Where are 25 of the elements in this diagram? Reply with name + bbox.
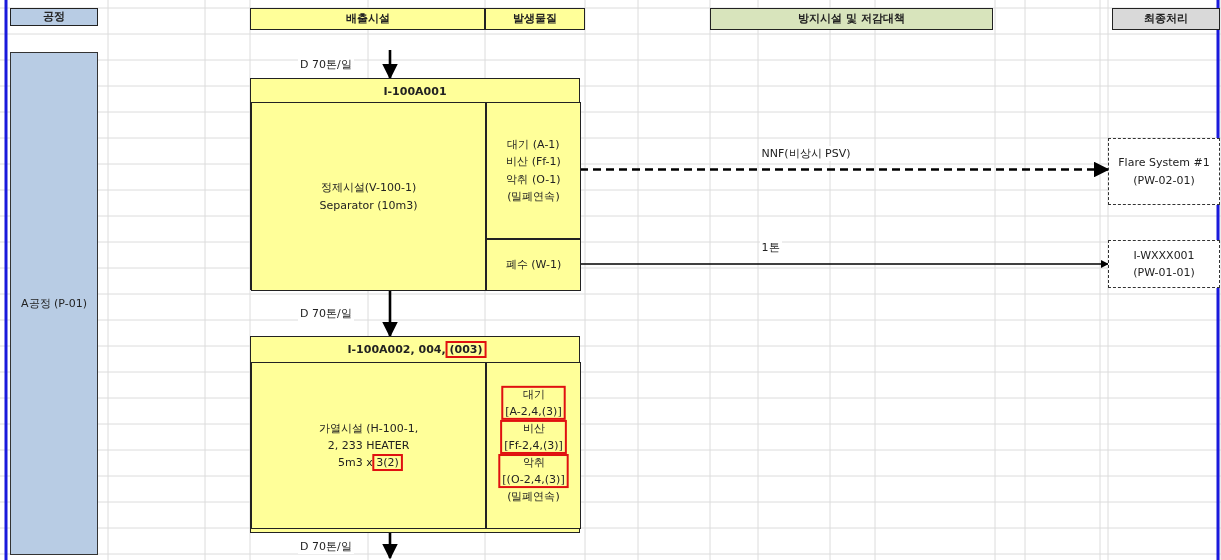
arrow (382, 50, 398, 80)
facility-group-box (250, 336, 580, 533)
edge-label: 1톤 (759, 240, 782, 255)
process-box: 정제시설(V-100-1) Separator (10m3) (251, 102, 486, 291)
column-header: 방지시설 및 저감대책 (710, 8, 993, 30)
edge-label: D 70톤/일 (298, 57, 354, 72)
arrow (382, 533, 398, 560)
arrow (580, 161, 1110, 178)
edge-label: NNF(비상시 PSV) (759, 145, 853, 161)
column-header: 발생물질 (485, 8, 585, 30)
process-box: 가열시설 (H-100-1, 2, 233 HEATER 5m3 x 3(2) (251, 362, 486, 529)
arrow (382, 290, 398, 338)
process-box: 폐수 (W-1) (486, 239, 581, 291)
process-box: 대기 [A-2,4,(3)] 비산 [Ff-2,4,(3)] 악취 [(O-2,4,(3)] (밀폐연속) (486, 362, 581, 529)
facility-group-box (250, 78, 580, 290)
edge-label: D 70톤/일 (298, 538, 354, 554)
treatment-box: I-WXXX001 (PW-01-01) (1108, 240, 1220, 288)
column-header: 공정 (10, 8, 98, 26)
arrow (579, 260, 1109, 268)
process-box: 대기 (A-1) 비산 (Ff-1) 악취 (O-1) (밀폐연속) (486, 102, 581, 239)
column-header: 배출시설 (250, 8, 485, 30)
column-header: 최종처리 (1112, 8, 1220, 30)
edge-label: D 70톤/일 (298, 306, 354, 321)
process-band: A공정 (P-01) (10, 52, 98, 555)
treatment-box: Flare System #1 (PW-02-01) (1108, 138, 1220, 205)
